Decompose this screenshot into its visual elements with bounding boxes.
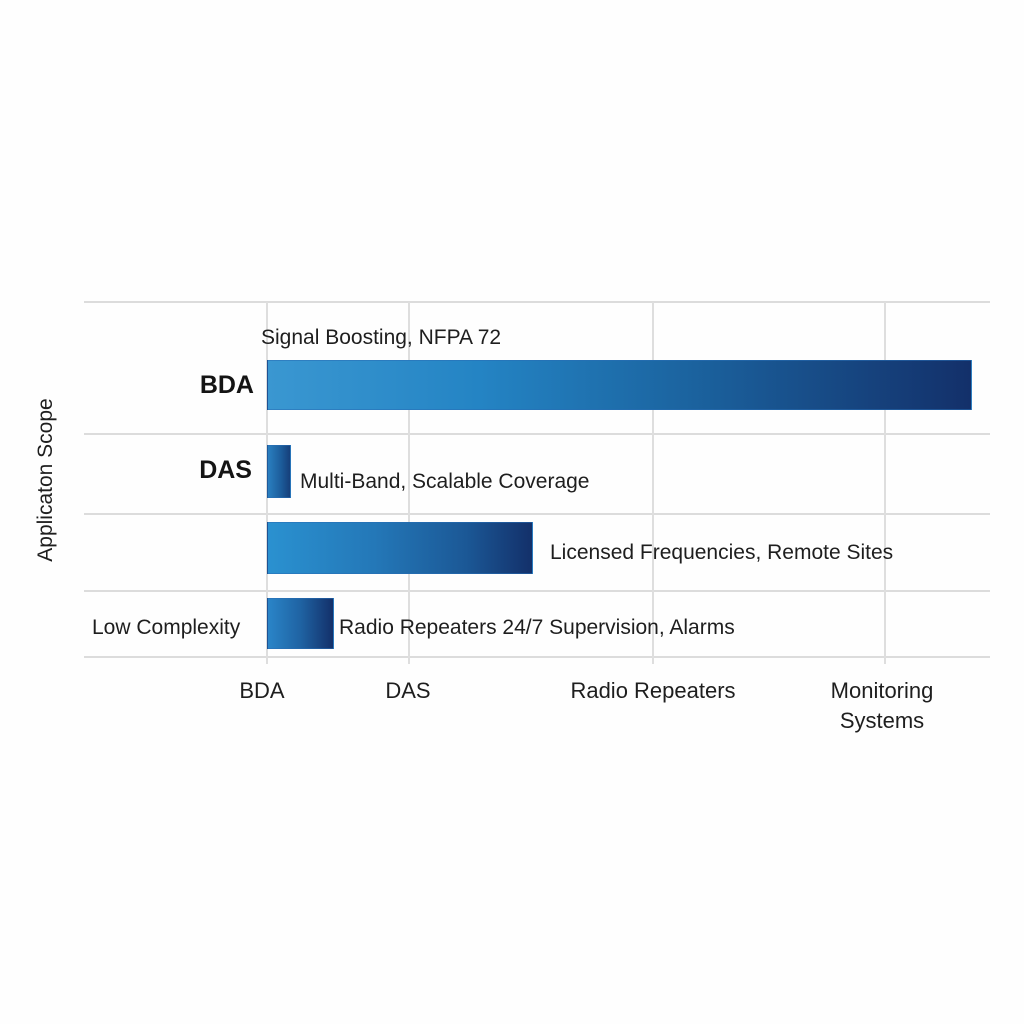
bar-radio-repeaters[interactable] (267, 522, 533, 574)
y-axis-title: Applicaton Scope (34, 398, 57, 562)
bar-annotation-monitoring: Radio Repeaters 24/7 Supervision, Alarms (339, 616, 735, 639)
gridline-horizontal (84, 656, 990, 658)
row-label-bda: BDA (199, 371, 254, 399)
gridline-vertical (884, 302, 886, 664)
gridline-horizontal (84, 301, 990, 303)
x-tick-monitoring-systems: Monitoring Systems (831, 676, 934, 736)
x-tick-label-line2: Systems (839, 708, 925, 733)
x-tick-label-line1: Monitoring (830, 678, 934, 703)
gridline-horizontal (84, 513, 990, 515)
x-tick-label: BDA (239, 678, 285, 703)
x-tick-radio-repeaters: Radio Repeaters (570, 676, 735, 706)
gridline-horizontal (84, 590, 990, 592)
x-tick-das: DAS (385, 676, 430, 706)
bar-das[interactable] (267, 445, 291, 498)
bar-annotation-radio-repeaters: Licensed Frequencies, Remote Sites (550, 541, 894, 564)
x-tick-label: DAS (385, 678, 431, 703)
gridline-vertical (408, 302, 410, 664)
bar-annotation-bda: Signal Boosting, NFPA 72 (261, 326, 502, 349)
bar-bda[interactable] (267, 360, 972, 410)
row-label-das: DAS (199, 456, 252, 484)
gridline-horizontal (84, 433, 990, 435)
row-label-low-complexity: Low Complexity (92, 616, 241, 639)
x-tick-bda: BDA (239, 676, 284, 706)
bar-annotation-das: Multi-Band, Scalable Coverage (300, 470, 590, 493)
gridline-vertical (652, 302, 654, 664)
x-tick-label: Radio Repeaters (570, 678, 736, 703)
bar-monitoring-systems[interactable] (267, 598, 334, 649)
